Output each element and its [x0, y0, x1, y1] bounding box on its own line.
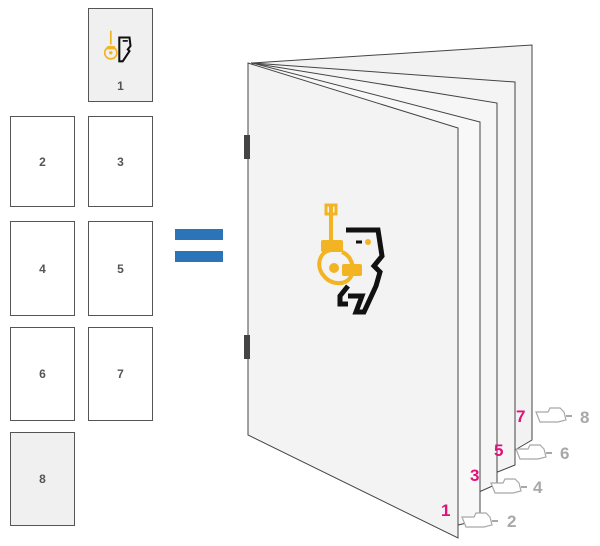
pointing-hand-icon [515, 444, 552, 460]
front-page-label: 3 [470, 466, 479, 485]
front-page-label: 1 [441, 501, 450, 520]
guitarist-logo-icon [317, 203, 385, 315]
page-number: 3 [117, 154, 124, 169]
page-number: 1 [117, 79, 124, 93]
page-thumbnail-7: 7 [88, 327, 153, 421]
page-number: 6 [39, 367, 46, 381]
page-thumbnail-4: 4 [10, 221, 75, 316]
guitarist-logo-icon [104, 30, 132, 63]
front-page-label: 7 [516, 407, 525, 426]
page-thumbnail-5: 5 [88, 221, 153, 316]
pointing-hand-icon [490, 478, 527, 494]
page-number: 4 [39, 261, 46, 276]
pointing-hand-icon [535, 407, 572, 423]
staple-bottom [244, 335, 250, 359]
back-page-label: 2 [507, 512, 516, 531]
page-thumbnail-8: 8 [10, 432, 75, 526]
page-number: 7 [117, 367, 124, 381]
back-page-label: 6 [560, 444, 569, 463]
staple-top [244, 135, 250, 159]
booklet-front-cover [247, 62, 459, 539]
equals-sign-top-bar [175, 229, 223, 240]
page-number: 2 [39, 154, 46, 169]
back-page-label: 4 [533, 478, 543, 497]
front-page-label: 5 [494, 441, 503, 460]
pointing-hand-icon [461, 512, 498, 528]
page-number: 5 [117, 261, 124, 276]
back-page-label: 8 [580, 408, 589, 427]
equals-sign-bottom-bar [175, 251, 223, 262]
page-thumbnail-3: 3 [88, 116, 153, 207]
page-thumbnail-2: 2 [10, 116, 75, 207]
page-thumbnail-1: 1 [88, 8, 153, 102]
page-thumbnail-6: 6 [10, 327, 75, 421]
page-number: 8 [39, 472, 46, 486]
